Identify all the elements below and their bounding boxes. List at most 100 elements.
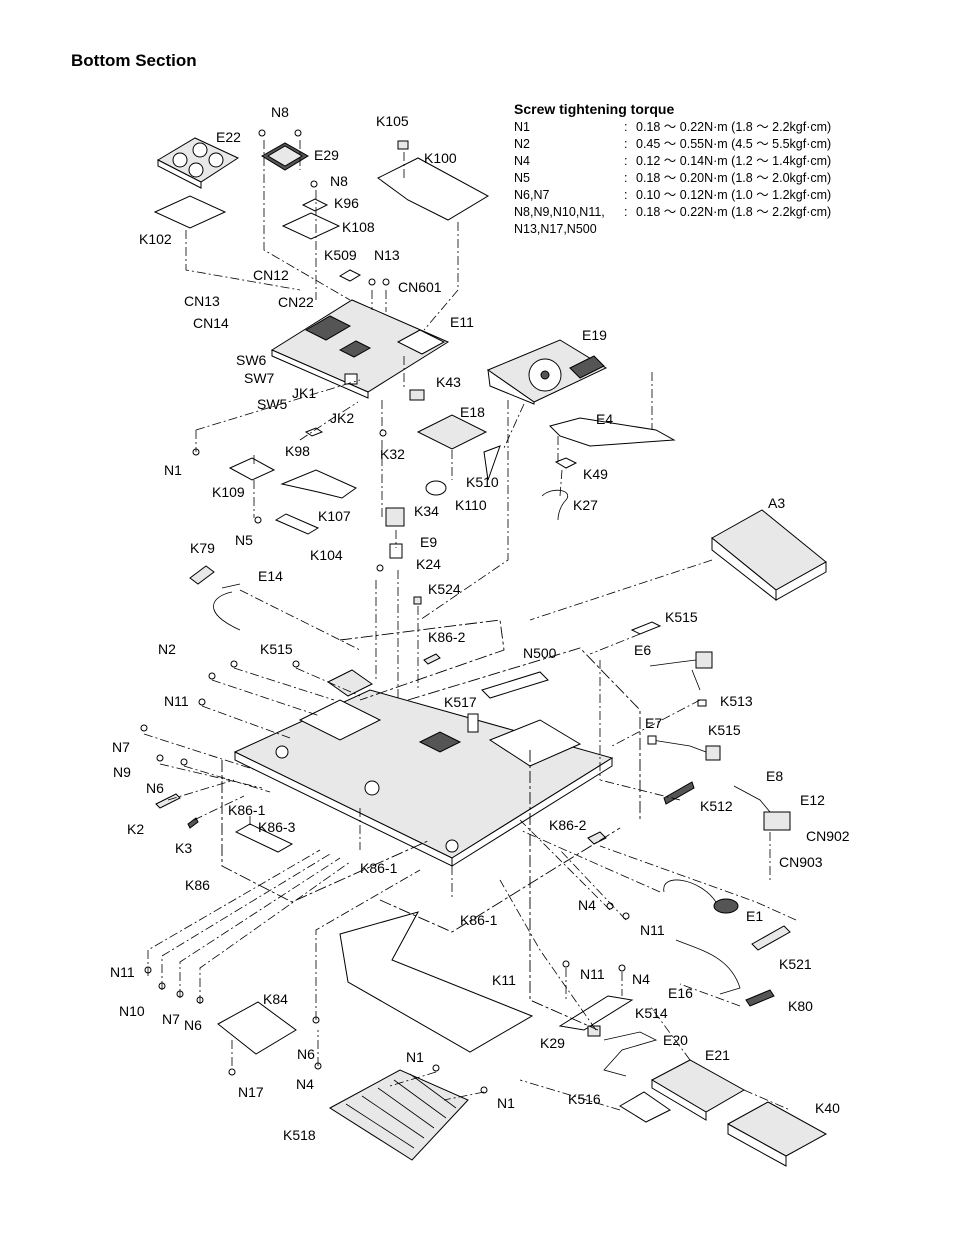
leader-lines: [143, 140, 797, 1111]
connector-e9-icon: [389, 543, 403, 559]
bracket-k80-icon: [745, 989, 775, 1007]
part-label-n500: N500: [523, 645, 557, 661]
torque-row: N2:0.45 ～ 0.55N·m (4.5 ～ 5.5kgf·cm): [514, 137, 832, 151]
screw-k32-icon: [379, 429, 387, 437]
part-label-e1: E1: [746, 908, 763, 924]
chassis-icon: [233, 669, 614, 867]
part-label-k108: K108: [342, 219, 375, 235]
part-label-e22: E22: [216, 129, 241, 145]
torque-row: N1:0.18 ～ 0.22N·m (1.8 ～ 2.2kgf·cm): [514, 120, 832, 134]
part-label-n7: N7: [162, 1011, 180, 1027]
pad-k517-icon: [467, 713, 479, 733]
sheet-k516-icon: [619, 1091, 671, 1123]
part-label-n5: N5: [235, 532, 253, 548]
part-label-n10: N10: [119, 1003, 145, 1019]
part-label-k86-1: K86-1: [228, 802, 266, 818]
pad-k43-icon: [409, 389, 425, 401]
part-k86-2-icon: [423, 653, 441, 665]
sheet-k102-icon: [153, 195, 227, 229]
connector-k34-icon: [385, 507, 405, 527]
part-label-n2: N2: [158, 641, 176, 657]
clip-k3-icon: [187, 817, 199, 829]
part-label-k516: K516: [568, 1091, 601, 1107]
hdd-case-k40-icon: [726, 1101, 828, 1167]
cable-e14-icon: [213, 583, 241, 631]
part-label-k521: K521: [779, 956, 812, 972]
sheet-k107-icon: [280, 469, 357, 499]
sheet-k11-icon: [339, 911, 534, 1053]
part-label-k24: K24: [416, 556, 441, 572]
part-label-n11: N11: [110, 964, 135, 980]
page-title: Bottom Section: [71, 51, 197, 70]
part-label-sw6: SW6: [236, 352, 267, 368]
torque-value: 0.12 ～ 0.14N·m (1.2 ～ 1.4kgf·cm): [636, 154, 832, 168]
heatsink-e18-icon: [416, 414, 488, 450]
pad-k105-icon: [397, 140, 409, 150]
part-label-cn601: CN601: [398, 279, 442, 295]
clip-k96-icon: [301, 198, 329, 212]
part-label-k104: K104: [310, 547, 343, 563]
screws: [140, 129, 630, 1094]
cylinder-k110-icon: [425, 480, 447, 496]
strip-k104-icon: [274, 513, 320, 535]
part-label-n13: N13: [374, 247, 400, 263]
sheet-k109-icon: [228, 457, 276, 481]
pad-k509-icon: [338, 269, 362, 282]
part-label-k510: K510: [466, 474, 499, 490]
part-label-k29: K29: [540, 1035, 565, 1051]
torque-screw: N4: [514, 154, 530, 168]
part-label-n4: N4: [578, 897, 596, 913]
pad-k513-icon: [697, 699, 707, 707]
part-label-n1: N1: [406, 1049, 424, 1065]
grill-k518-icon: [329, 1069, 469, 1161]
part-label-k524: K524: [428, 581, 461, 597]
part-label-k102: K102: [139, 231, 172, 247]
cable-e16-icon: [675, 939, 741, 995]
part-label-k109: K109: [212, 484, 245, 500]
connector-e12-icon: [763, 811, 791, 831]
part-label-e4: E4: [596, 411, 613, 427]
part-label-e20: E20: [663, 1032, 688, 1048]
part-label-k86-1: K86-1: [460, 912, 498, 928]
part-label-k98: K98: [285, 443, 310, 459]
part-label-e16: E16: [668, 985, 693, 1001]
torque-table: Screw tightening torque N1:0.18 ～ 0.22N·…: [514, 101, 831, 238]
speaker-e1-icon: [713, 898, 739, 914]
torque-screw: N5: [514, 171, 530, 185]
part-label-n17: N17: [238, 1084, 264, 1100]
plate-k512-icon: [663, 781, 695, 805]
part-label-e19: E19: [582, 327, 607, 343]
part-label-k512: K512: [700, 798, 733, 814]
cable-e6-icon: [649, 651, 713, 691]
cable-e4-icon: [549, 417, 676, 447]
part-label-k518: K518: [283, 1127, 316, 1143]
part-label-e12: E12: [800, 792, 825, 808]
strip-k515-icon: [481, 671, 549, 699]
part-label-n11: N11: [640, 922, 665, 938]
part-label-n11: N11: [164, 693, 189, 709]
part-label-e14: E14: [258, 568, 283, 584]
torque-row: N5:0.18 ～ 0.20N·m (1.8 ～ 2.0kgf·cm): [514, 171, 832, 185]
cable-e7-icon: [647, 735, 721, 761]
battery-a3-icon: [711, 509, 827, 602]
part-label-n9: N9: [113, 764, 131, 780]
pad-k515-icon: [630, 621, 662, 635]
part-label-n11: N11: [580, 966, 605, 982]
part-label-n6: N6: [184, 1017, 202, 1033]
torque-continuation: N13,N17,N500: [514, 222, 597, 236]
part-label-k86-3: K86-3: [258, 819, 296, 835]
part-label-k27: K27: [573, 497, 598, 513]
part-label-jk2: JK2: [330, 410, 354, 426]
torque-screw: N8,N9,N10,N11,: [514, 205, 605, 219]
part-label-e29: E29: [314, 147, 339, 163]
part-label-k515: K515: [708, 722, 741, 738]
part-label-k86-1: K86-1: [360, 860, 398, 876]
part-label-cn14: CN14: [193, 315, 229, 331]
part-label-e21: E21: [705, 1047, 730, 1063]
part-label-e8: E8: [766, 768, 783, 784]
torque-screw: N6,N7: [514, 188, 550, 202]
part-label-k40: K40: [815, 1100, 840, 1116]
part-label-k100: K100: [424, 150, 457, 166]
torque-value: 0.18 ～ 0.22N·m (1.8 ～ 2.2kgf·cm): [636, 205, 832, 219]
part-label-n6: N6: [146, 780, 164, 796]
